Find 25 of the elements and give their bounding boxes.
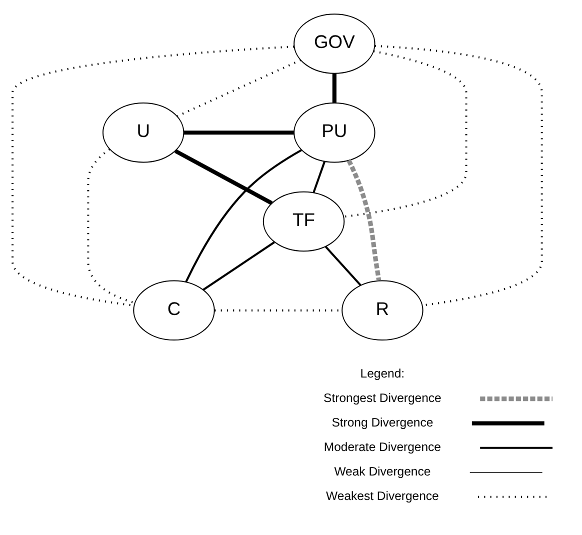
connector [332,74,336,103]
connector [174,149,273,205]
legend-label: Strongest Divergence [324,390,442,405]
connector [87,148,135,304]
connector [312,161,326,193]
connector [324,246,362,286]
node-ellipse: TF [262,191,345,252]
connector [202,241,275,291]
node-ellipse: U [102,102,184,163]
connector [185,149,302,282]
connector [374,44,543,306]
connector [346,159,382,281]
connector [344,50,468,218]
legend-label: Weakest Divergence [326,489,439,504]
node-ellipse: GOV [294,14,376,74]
legend-label: Strong Divergence [332,415,434,430]
node-ellipse: R [342,280,424,341]
connector [184,130,294,135]
legend-label: Weak Divergence [334,464,431,479]
node-ellipse: PU [294,102,376,163]
connector [12,46,294,307]
legend-label: Moderate Divergence [324,440,442,454]
label: Legend: [360,366,405,380]
node-ellipse: C [133,280,215,341]
connector [176,59,302,118]
